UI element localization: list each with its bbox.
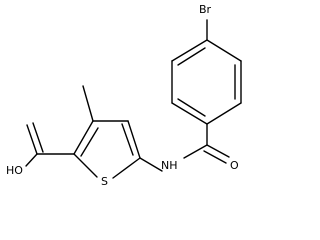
bond-ring-inner-lower	[177, 98, 206, 117]
bond-ring-c1-c2	[206, 39, 242, 62]
bond-c5-c4	[127, 120, 141, 159]
amide-group	[183, 123, 230, 164]
atom-label-br: Br	[199, 3, 212, 16]
bond-cooh-o-1	[26, 124, 38, 155]
structure-canvas: Br NH O S HO	[6, 3, 242, 188]
carboxylic-acid	[25, 122, 75, 167]
bond-ring-c6-c1	[171, 39, 208, 62]
bond-c3-c2	[73, 120, 94, 155]
bond-ring-inner-upper	[177, 47, 206, 66]
bond-s-c5	[112, 157, 141, 179]
bond-cooh-o-2	[32, 122, 44, 153]
atom-label-oh: HO	[6, 164, 23, 177]
bond-nh-c5	[139, 157, 163, 172]
bond-carbonyl-nh	[183, 144, 208, 159]
chemical-structure-diagram: Br NH O S HO	[6, 3, 242, 188]
bond-c3-c2-double	[80, 127, 99, 157]
atom-label-s: S	[101, 175, 108, 188]
bond-methyl	[82, 85, 94, 122]
atom-label-carbonyl-o: O	[230, 159, 239, 172]
bond-ring-c4-c5	[171, 102, 208, 125]
bond-carbonyl-o-1	[206, 144, 230, 158]
bond-carbonyl-o-2	[203, 150, 227, 164]
bond-c5-c4-double	[121, 123, 134, 156]
bond-c2-s	[73, 153, 98, 178]
atom-label-nh: NH	[161, 159, 178, 172]
thiophene-ring	[73, 120, 163, 179]
bond-cooh-oh	[25, 153, 38, 167]
bond-ring-c3-c4	[206, 102, 242, 125]
bromophenyl-ring	[171, 19, 242, 125]
